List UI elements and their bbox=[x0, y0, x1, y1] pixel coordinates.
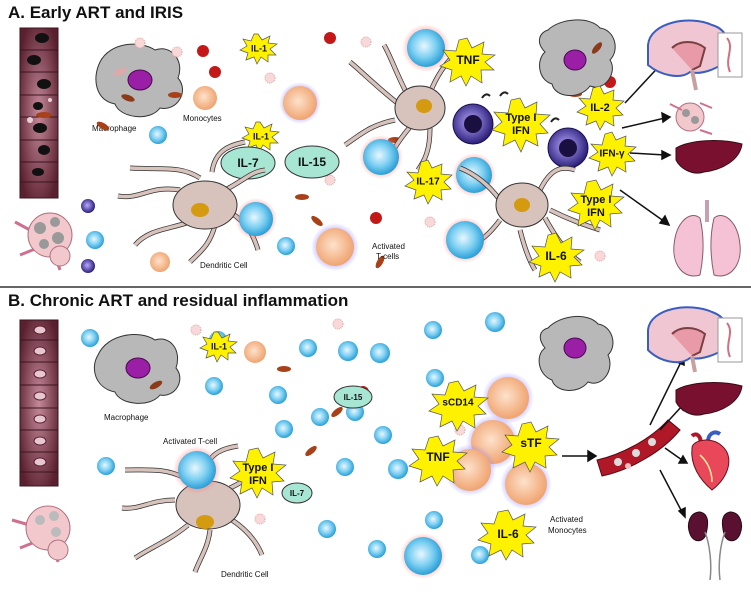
spine-icon bbox=[717, 317, 743, 363]
granule-icon bbox=[277, 366, 343, 457]
cytokine-particle-icon bbox=[190, 318, 466, 525]
monocyte-icon bbox=[283, 86, 317, 120]
cytokine-il17: IL-17 bbox=[416, 177, 440, 188]
cytokine-il1-b: IL-1 bbox=[211, 341, 227, 351]
cytokine-il1-mid: IL-1 bbox=[253, 131, 269, 141]
t-cell-icon bbox=[363, 139, 399, 175]
cytokine-ifng: IFN-γ bbox=[600, 149, 625, 160]
lymph-node-icon bbox=[669, 102, 713, 135]
cytokine-il15-b: IL-15 bbox=[344, 393, 363, 402]
label-activated-mono-l1: Activated bbox=[550, 515, 583, 524]
spine-icon bbox=[717, 32, 743, 78]
label-monocytes: Monocytes bbox=[183, 114, 222, 123]
burst-il1-top bbox=[239, 33, 278, 65]
cytokine-particle-icon bbox=[134, 36, 606, 262]
kidney-icon bbox=[687, 511, 743, 581]
burst-type1-a bbox=[491, 97, 551, 153]
burst-il17 bbox=[404, 159, 453, 205]
monocyte-icon bbox=[150, 252, 170, 272]
monocyte-icon bbox=[244, 341, 266, 363]
burst-il6-b bbox=[477, 509, 537, 561]
cytokine-stf: sTF bbox=[520, 436, 541, 450]
brain-icon bbox=[647, 306, 730, 373]
monocyte-icon bbox=[316, 228, 354, 266]
label-dendritic-b: Dendritic Cell bbox=[221, 570, 269, 579]
cytokine-il7-b: IL-7 bbox=[290, 489, 305, 498]
burst-type1b-a bbox=[567, 179, 625, 231]
lymph-node-icon bbox=[11, 505, 71, 563]
t-cell-icon bbox=[404, 537, 442, 575]
dendritic-cell-icon bbox=[117, 139, 266, 264]
oval-il7-b bbox=[281, 482, 313, 504]
oval-il15-b bbox=[333, 385, 373, 409]
macrophage-icon bbox=[538, 19, 616, 96]
liver-icon bbox=[675, 382, 743, 416]
label-activated-mono-l2: Monocytes bbox=[548, 526, 587, 535]
burst-tnf-b bbox=[408, 435, 468, 487]
brain-icon bbox=[647, 19, 730, 91]
heart-icon bbox=[690, 430, 730, 491]
label-macrophage: Macrophage bbox=[92, 124, 137, 133]
label-activated-t-b: Activated T-cell bbox=[163, 437, 217, 446]
cytokine-type1b-a-l1: Type I bbox=[581, 194, 612, 206]
cytokine-il2: IL-2 bbox=[590, 102, 610, 114]
burst-il2 bbox=[576, 85, 625, 131]
cytokine-il7: IL-7 bbox=[237, 156, 259, 170]
burst-stf bbox=[501, 421, 560, 473]
cytokine-scd14: sCD14 bbox=[442, 398, 474, 409]
label-macrophage-b: Macrophage bbox=[104, 413, 149, 422]
cytokine-type1-a-l1: Type I bbox=[506, 112, 537, 124]
label-activated-line2: T-cells bbox=[376, 252, 399, 261]
cytokine-il15: IL-15 bbox=[298, 155, 326, 169]
label-dendritic-a: Dendritic Cell bbox=[200, 261, 248, 270]
lymph-node-icon bbox=[14, 212, 73, 271]
arrow-icon bbox=[562, 449, 598, 463]
infected-cell-icon bbox=[452, 91, 589, 169]
burst-type1-b bbox=[229, 447, 287, 499]
cytokine-il1-top: IL-1 bbox=[251, 43, 267, 53]
blood-vessel-icon bbox=[596, 419, 681, 477]
cytokine-tnf-b: TNF bbox=[426, 450, 449, 464]
t-cell-icon bbox=[149, 126, 167, 144]
label-activated-line1: Activated bbox=[372, 242, 405, 251]
t-cell-icon bbox=[407, 29, 445, 67]
panel-b-title: B. Chronic ART and residual inflammation bbox=[8, 291, 348, 310]
virus-icon bbox=[81, 199, 95, 273]
cytokine-tnf-a: TNF bbox=[456, 53, 479, 67]
burst-ifng bbox=[588, 131, 637, 177]
macrophage-icon bbox=[95, 43, 183, 118]
t-cell-icon bbox=[86, 231, 104, 249]
cytokine-type1-a-l2: IFN bbox=[512, 125, 530, 137]
t-cell-icon bbox=[277, 237, 295, 255]
lung-icon bbox=[673, 200, 741, 277]
macrophage-icon bbox=[93, 334, 181, 404]
macrophage-icon bbox=[538, 316, 614, 391]
burst-scd14 bbox=[428, 380, 489, 432]
monocyte-icon bbox=[193, 86, 217, 110]
dendritic-cell-icon bbox=[121, 443, 271, 573]
dendritic-cell-icon bbox=[459, 165, 601, 272]
burst-il1-b bbox=[199, 331, 238, 363]
cytokine-type1-b-l2: IFN bbox=[249, 475, 267, 487]
liver-icon bbox=[675, 140, 743, 174]
cytokine-il6-a: IL-6 bbox=[545, 249, 567, 263]
burst-tnf-a bbox=[439, 37, 497, 87]
gut-epithelium-icon bbox=[19, 27, 59, 199]
t-cell-icon bbox=[239, 202, 273, 236]
cytokine-il6-b: IL-6 bbox=[497, 527, 519, 541]
cytokine-type1b-a-l2: IFN bbox=[587, 207, 605, 219]
cytokine-type1-b-l1: Type I bbox=[243, 462, 274, 474]
activated-monocyte-icon bbox=[444, 372, 552, 510]
arrow-icon bbox=[619, 54, 672, 227]
t-cell-icon bbox=[178, 451, 216, 489]
oval-il15 bbox=[284, 145, 340, 179]
burst-il6-a bbox=[528, 232, 586, 283]
t-cell-icon bbox=[446, 221, 484, 259]
panel-a-title: A. Early ART and IRIS bbox=[8, 3, 183, 22]
gut-epithelium-icon bbox=[19, 319, 59, 487]
